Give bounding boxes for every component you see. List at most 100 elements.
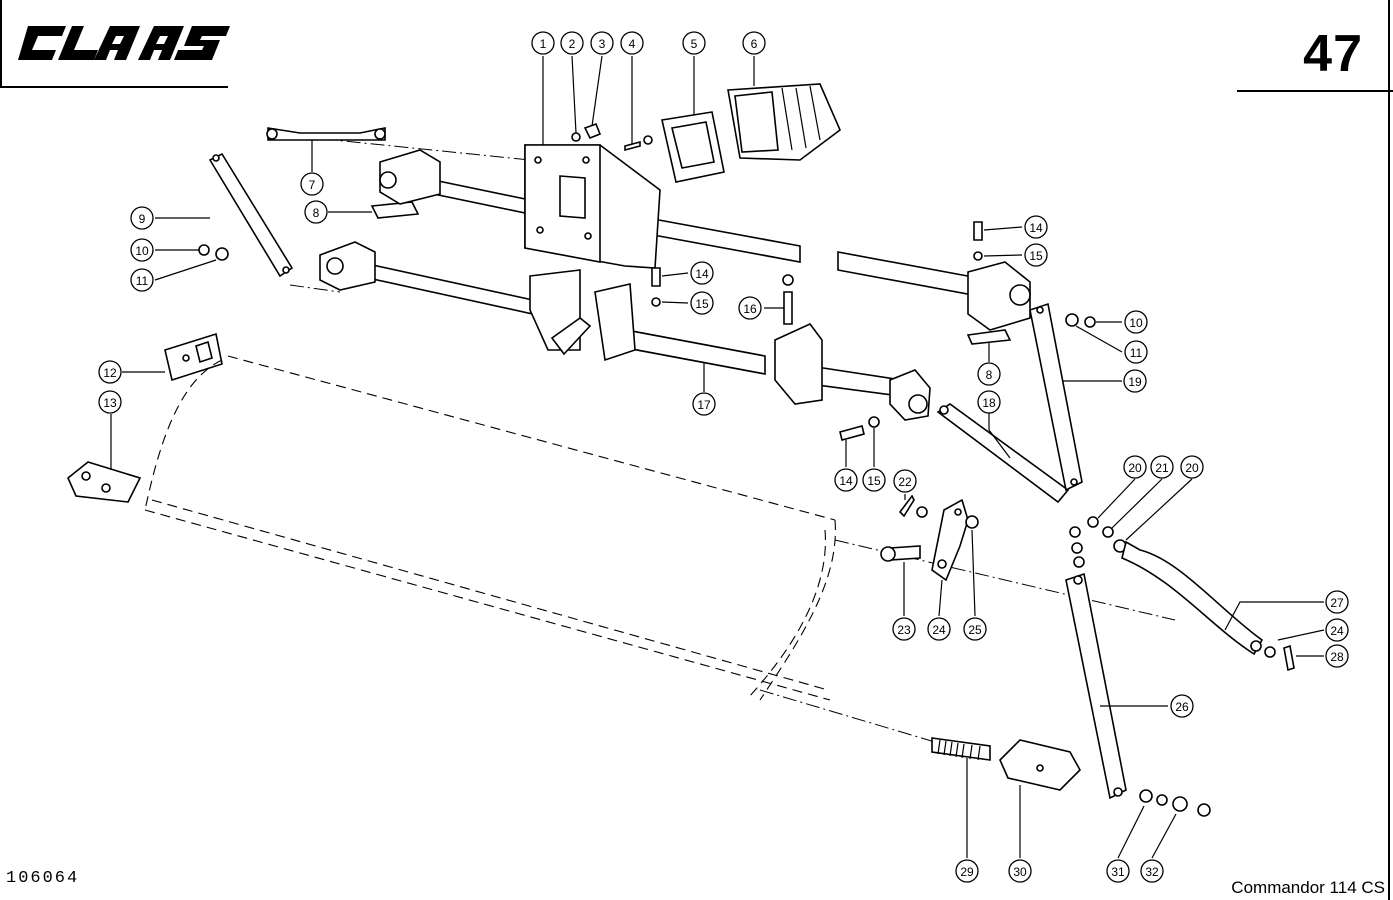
part-15-washer-c [868,416,880,428]
model-name: Commandor 114 CS [1231,878,1385,897]
callout-label: 9 [139,212,146,226]
callout-label: 23 [897,623,911,637]
part-5-cover [661,111,725,183]
callout-label: 28 [1330,650,1344,664]
drawing-number: 106064 [6,869,80,888]
center-nut-2 [1071,542,1083,554]
callout-21: 21 [1150,455,1174,479]
callout-label: 17 [697,398,711,412]
callout-label: 3 [599,37,606,51]
callout-23: 23 [892,617,916,641]
callout-label: 14 [1029,221,1043,235]
callout-19: 19 [1123,369,1147,393]
callout-24: 24 [927,617,951,641]
part-14-screw-a [651,267,661,287]
callout-14: 14 [834,468,858,492]
part-28-split-pin [1283,644,1295,672]
part-4-screw [624,140,641,152]
callout-17: 17 [692,392,716,416]
callout-8: 8 [977,362,1001,386]
part-10-washer-left [198,244,210,256]
part-26-lower-arm [1065,572,1127,800]
frame-right-edge [1388,0,1390,900]
callout-label: 15 [1029,249,1043,263]
callout-29: 29 [955,859,979,883]
callout-label: 5 [691,37,698,51]
part-18-link-rod [936,403,1070,504]
part-12-plate [164,332,223,382]
callout-label: 2 [569,37,576,51]
part-29-stud [931,737,991,761]
page-number: 47 [1303,25,1363,83]
callout-6: 6 [742,31,766,55]
callout-label: 10 [135,244,149,258]
callout-label: 1 [540,37,547,51]
part-15-washer-b [973,251,983,261]
callout-8: 8 [304,200,328,224]
callout-4: 4 [620,31,644,55]
callout-label: 16 [743,302,757,316]
callout-5: 5 [682,31,706,55]
callout-14: 14 [690,261,714,285]
header-rule-left [0,86,228,88]
callout-2: 2 [560,31,584,55]
callout-10: 10 [1124,310,1148,334]
callout-20: 20 [1123,455,1147,479]
part-23-pivot-bolt [880,545,921,562]
part-31-washer-a [1139,789,1153,803]
callout-label: 22 [898,475,912,489]
callout-30: 30 [1008,859,1032,883]
callout-15: 15 [690,291,714,315]
callout-7: 7 [300,172,324,196]
part-10-washer-right [1084,316,1096,328]
claas-logo [18,26,230,60]
callout-label: 20 [1185,461,1199,475]
part-19-arm [1029,302,1083,492]
part-11-washer-right [1065,313,1079,327]
callout-9: 9 [130,206,154,230]
callout-15: 15 [862,468,886,492]
part-31-washer-b [1156,794,1168,806]
callout-31: 31 [1106,859,1130,883]
callout-label: 4 [629,37,636,51]
callout-27: 27 [1325,590,1349,614]
part-6-boot [727,83,841,161]
part-24-bracket [931,498,969,582]
part-27-curved-link [1121,540,1264,656]
callout-18: 18 [977,390,1001,414]
callout-label: 15 [867,474,881,488]
callout-label: 13 [103,396,117,410]
callout-label: 11 [1130,346,1143,360]
part-24-washer [1264,646,1276,658]
callout-label: 26 [1175,700,1189,714]
shield-outline [144,355,836,701]
part-4-washer [643,135,653,145]
callout-14: 14 [1024,215,1048,239]
center-nut-3 [1073,556,1085,568]
part-16-bolt [783,291,793,325]
callout-label: 32 [1145,865,1159,879]
callout-label: 11 [136,274,149,288]
callout-16: 16 [738,296,762,320]
center-nut-1 [1069,526,1081,538]
part-20-nut-a [1087,516,1099,528]
callout-label: 6 [751,37,758,51]
callout-label: 12 [103,366,117,380]
part-25-washer [965,515,979,529]
callout-1: 1 [531,31,555,55]
part-1-housing [524,144,661,269]
callout-label: 27 [1330,596,1344,610]
callout-label: 8 [313,206,320,220]
part-14-screw-b [973,221,983,241]
part-11-washer-left [215,247,229,261]
callout-22: 22 [893,469,917,493]
callout-label: 31 [1111,865,1125,879]
part-9-lever [208,152,294,278]
callout-label: 29 [960,865,974,879]
callout-label: 19 [1128,375,1142,389]
callout-label: 7 [309,178,316,192]
callout-10: 10 [130,238,154,262]
callout-label: 14 [839,474,853,488]
